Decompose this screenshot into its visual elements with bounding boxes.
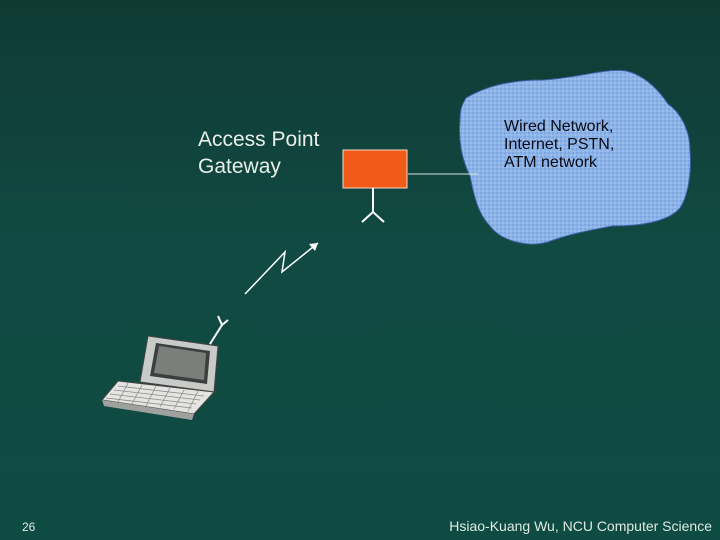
laptop-icon xyxy=(101,315,229,420)
access-point-box xyxy=(342,149,408,189)
cloud-label-line3: ATM network xyxy=(504,154,598,171)
cloud-icon xyxy=(459,69,691,245)
access-point-label-line1: Access Point xyxy=(198,128,320,151)
access-point-label-line2: Gateway xyxy=(198,155,281,178)
cloud-label: Wired Network, Internet, PSTN, ATM netwo… xyxy=(504,118,654,172)
page-number: 26 xyxy=(22,520,36,534)
access-point-label: Access Point Gateway xyxy=(198,126,319,180)
cloud-label-line1: Wired Network, xyxy=(504,118,614,135)
footer-credit: Hsiao-Kuang Wu, NCU Computer Science xyxy=(449,518,712,534)
cloud-label-line2: Internet, PSTN, xyxy=(504,136,615,153)
antenna-icon xyxy=(361,188,385,223)
wireless-link-icon xyxy=(244,242,319,295)
